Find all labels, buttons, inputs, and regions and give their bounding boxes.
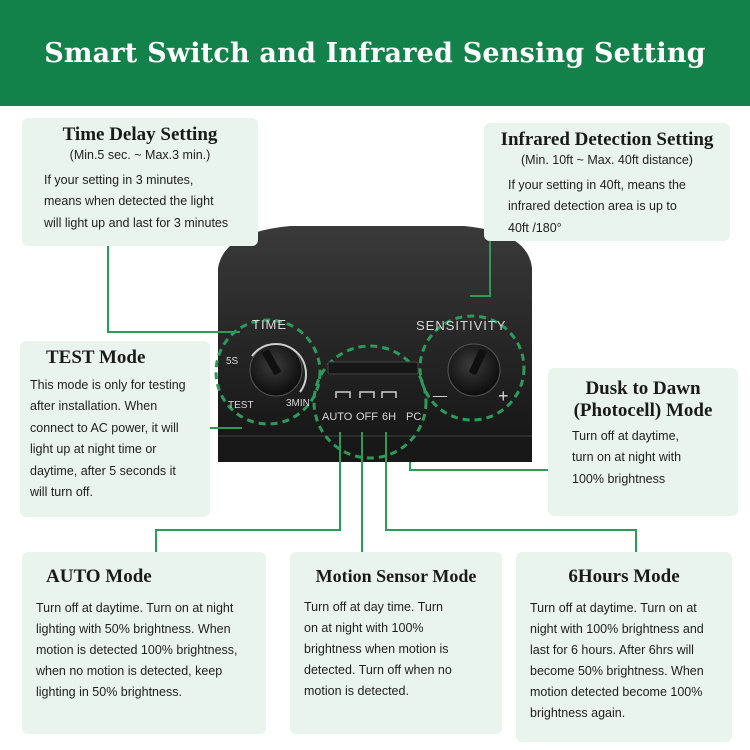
mode-switch-slot: [327, 361, 419, 375]
dusk-to-dawn-box: Dusk to Dawn (Photocell) Mode Turn off a…: [548, 368, 738, 516]
time-delay-text: If your setting in 3 minutes, means when…: [32, 170, 248, 235]
six-hours-mode-text: Turn off at daytime. Turn on at night wi…: [526, 598, 722, 724]
text-line: brightness again.: [530, 705, 626, 720]
six-hours-mode-box: 6Hours Mode Turn off at daytime. Turn on…: [516, 552, 732, 742]
test-mode-title: TEST Mode: [46, 347, 146, 368]
text-line: last for 6 hours. After 6hrs will: [530, 642, 694, 657]
connector-lines: [107, 241, 637, 552]
text-line: brightness when motion is: [304, 641, 449, 656]
text-line: light up at night time or: [30, 442, 157, 457]
infrared-detection-text: If your setting in 40ft, means the infra…: [494, 175, 720, 240]
sensitivity-dial-highlight: [418, 314, 526, 422]
text-line: motion is detected.: [304, 683, 409, 698]
auto-mode-text: Turn off at daytime. Turn on at night li…: [32, 598, 256, 703]
motion-sensor-mode-box: Motion Sensor Mode Turn off at day time.…: [290, 552, 502, 734]
text-line: If your setting in 40ft, means the: [508, 177, 686, 192]
mode-auto-label: AUTO: [322, 411, 353, 423]
test-mode-box: TEST Mode This mode is only for testing …: [20, 341, 210, 517]
connector-6h: [385, 432, 637, 552]
motion-sensor-mode-title: Motion Sensor Mode: [315, 566, 477, 586]
text-line: become 50% brightness. When: [530, 663, 704, 678]
infrared-detection-subtitle: (Min. 10ft ~ Max. 40ft distance): [521, 152, 693, 167]
text-line: 40ft /180°: [508, 220, 562, 235]
text-line: connect to AC power, it will: [30, 420, 179, 435]
motion-sensor-mode-text: Turn off at day time. Turn on at night w…: [300, 597, 492, 702]
header-banner: Smart Switch and Infrared Sensing Settin…: [0, 0, 750, 106]
connector-time: [107, 246, 240, 333]
text-line: on at night with 100%: [304, 620, 424, 635]
text-line: turn on at night with: [572, 450, 682, 465]
text-line: daytime, after 5 seconds it: [30, 463, 176, 478]
text-line: motion is detected 100% brightness,: [36, 642, 238, 657]
connector-dusk: [409, 462, 548, 471]
text-line: will light up and last for 3 minutes: [44, 215, 229, 230]
sensitivity-label: SENSITIVITY: [416, 318, 506, 333]
six-hours-mode-title: 6Hours Mode: [568, 566, 680, 587]
text-line: If your setting in 3 minutes,: [44, 172, 194, 187]
time-label: TIME: [252, 317, 287, 332]
connector-auto: [155, 432, 341, 552]
text-line: night with 100% brightness and: [530, 621, 704, 636]
text-line: means when detected the light: [44, 194, 214, 209]
text-line: after installation. When: [30, 399, 158, 414]
page-title: Smart Switch and Infrared Sensing Settin…: [44, 37, 706, 69]
mode-off-label: OFF: [356, 411, 378, 423]
minus-label: —: [433, 387, 447, 403]
dusk-to-dawn-title-1: Dusk to Dawn: [585, 378, 701, 399]
auto-mode-title: AUTO Mode: [46, 566, 152, 587]
text-line: when no motion is detected, keep: [36, 663, 223, 678]
dusk-to-dawn-title-2: (Photocell) Mode: [573, 399, 713, 421]
plus-label: +: [498, 386, 509, 406]
time-delay-title: Time Delay Setting: [62, 124, 218, 145]
text-line: Turn off at day time. Turn: [304, 599, 443, 614]
dial-3min-label: 3MIN: [286, 398, 310, 409]
infrared-detection-title: Infrared Detection Setting: [500, 129, 714, 150]
text-line: 100% brightness: [572, 471, 666, 486]
dial-5s-label: 5S: [226, 356, 239, 367]
mode-pc-label: PC: [406, 411, 421, 423]
dusk-to-dawn-text: Turn off at daytime, turn on at night wi…: [558, 426, 728, 491]
time-delay-subtitle: (Min.5 sec. ~ Max.3 min.): [69, 147, 211, 162]
infrared-detection-box: Infrared Detection Setting (Min. 10ft ~ …: [484, 123, 730, 241]
device-base: [218, 436, 532, 462]
device-body: [218, 226, 532, 460]
text-line: will turn off.: [30, 485, 93, 500]
mode-6h-label: 6H: [382, 411, 396, 423]
auto-mode-box: AUTO Mode Turn off at daytime. Turn on a…: [22, 552, 266, 734]
text-line: motion detected become 100%: [530, 684, 703, 699]
test-mode-text: This mode is only for testing after inst…: [28, 375, 202, 504]
text-line: lighting in 50% brightness.: [36, 684, 182, 699]
text-line: detected. Turn off when no: [304, 662, 452, 677]
text-line: lighting with 50% brightness. When: [36, 621, 231, 636]
text-line: infrared detection area is up to: [508, 199, 677, 214]
text-line: Turn off at daytime. Turn on at: [530, 600, 697, 615]
text-line: Turn off at daytime. Turn on at night: [36, 600, 234, 615]
text-line: This mode is only for testing: [30, 377, 186, 392]
mode-switch-highlight: [312, 344, 428, 460]
time-dial-highlight: [214, 318, 322, 426]
connector-ir: [470, 241, 491, 297]
dial-test-label: TEST: [228, 400, 254, 411]
text-line: Turn off at daytime,: [572, 428, 679, 443]
time-delay-box: Time Delay Setting (Min.5 sec. ~ Max.3 m…: [22, 118, 258, 246]
